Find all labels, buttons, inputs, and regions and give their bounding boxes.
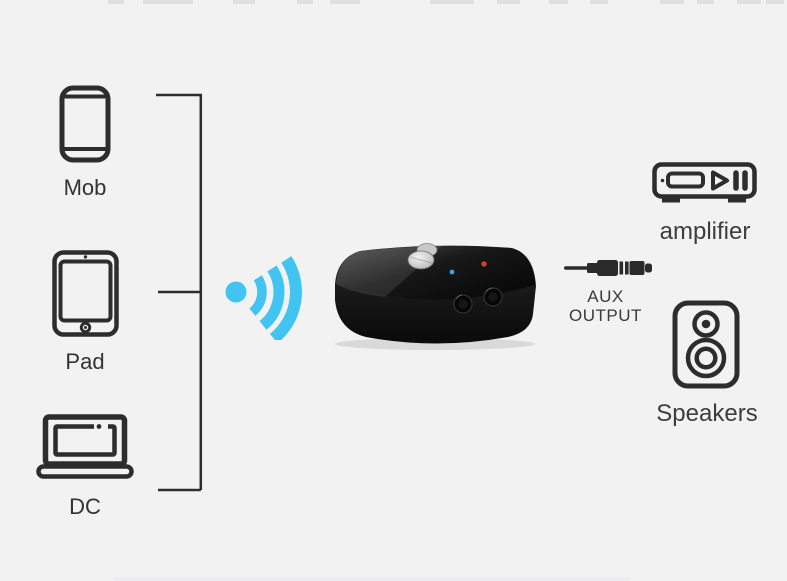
wireless-signal-icon: [225, 256, 302, 340]
aux-jack-plug-icon: [564, 260, 652, 276]
blue-led: [449, 269, 455, 275]
smartphone-icon: [59, 85, 111, 163]
tablet-icon: [52, 250, 119, 337]
aux-label-line1: AUX: [587, 287, 624, 306]
connector-bracket-lines: [156, 93, 203, 492]
amplifier-label: amplifier: [659, 218, 751, 245]
red-led: [481, 261, 487, 267]
source-label-dc: DC: [69, 494, 101, 519]
aux-port: [453, 294, 473, 314]
aux-output-label: AUX OUTPUT: [558, 287, 653, 325]
bluetooth-receiver-device: [335, 243, 536, 350]
aux-label-line2: OUTPUT: [569, 306, 642, 325]
speaker-icon: [672, 300, 740, 389]
amplifier-icon: [652, 162, 757, 203]
source-label-pad: Pad: [65, 349, 105, 374]
source-label-mob: Mob: [63, 175, 107, 200]
aux-port: [483, 287, 503, 307]
bottom-edge-artifact: [115, 577, 630, 581]
speakers-label: Speakers: [656, 400, 758, 427]
laptop-icon: [36, 414, 134, 479]
